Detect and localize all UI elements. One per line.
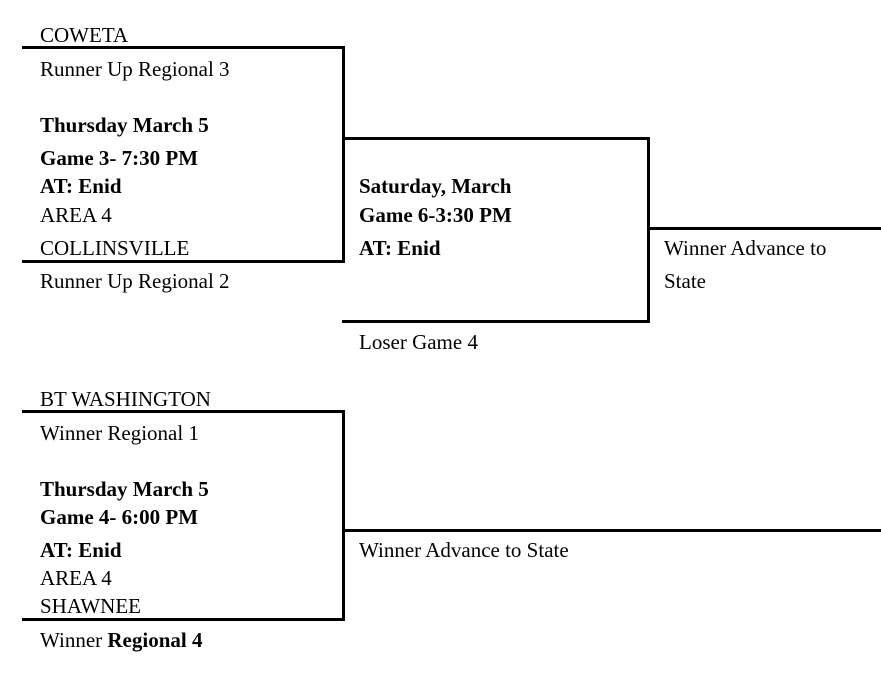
- game4-day: Thursday March 5: [40, 477, 209, 501]
- game4-bottom-line: [22, 618, 345, 621]
- game6-vertical-line: [647, 137, 650, 323]
- game3-vertical-line: [342, 46, 345, 263]
- game4-result-line: [342, 529, 881, 532]
- game6-day: Saturday, March: [359, 174, 512, 198]
- game4-result: Winner Advance to State: [359, 538, 569, 562]
- game3-game-time: Game 3- 7:30 PM: [40, 146, 199, 170]
- game3-team-top: COWETA: [40, 23, 129, 47]
- game3-top-line: [22, 46, 345, 49]
- game4-vertical-line: [342, 410, 345, 621]
- game6-top-line: [342, 137, 650, 140]
- game3-day: Thursday March 5: [40, 113, 209, 137]
- game6-result-line2: State: [664, 269, 706, 293]
- game3-site: AT: Enid: [40, 174, 122, 198]
- game4-seed-bottom: Winner Regional 4: [40, 628, 202, 652]
- game3-seed-bottom: Runner Up Regional 2: [40, 269, 230, 293]
- game6-lower-slot: Loser Game 4: [359, 330, 478, 354]
- game4-game-time: Game 4- 6:00 PM: [40, 505, 199, 529]
- game4-site: AT: Enid: [40, 538, 122, 562]
- game6-bottom-line: [342, 320, 650, 323]
- game3-team-bottom: COLLINSVILLE: [40, 236, 190, 260]
- game4-seed-bottom-bold: Regional 4: [107, 628, 203, 652]
- game4-top-line: [22, 410, 345, 413]
- game6-result-line1: Winner Advance to: [664, 236, 827, 260]
- game4-seed-top: Winner Regional 1: [40, 421, 199, 445]
- game4-team-top: BT WASHINGTON: [40, 387, 211, 411]
- game3-seed-top: Runner Up Regional 3: [40, 57, 230, 81]
- game6-game-time: Game 6-3:30 PM: [359, 203, 512, 227]
- game3-bottom-line: [22, 260, 345, 263]
- game4-area: AREA 4: [40, 566, 112, 590]
- game6-result-line: [647, 227, 881, 230]
- game4-seed-bottom-prefix: Winner: [40, 628, 108, 652]
- game3-area: AREA 4: [40, 203, 112, 227]
- game4-team-bottom: SHAWNEE: [40, 594, 141, 618]
- game6-site: AT: Enid: [359, 236, 441, 260]
